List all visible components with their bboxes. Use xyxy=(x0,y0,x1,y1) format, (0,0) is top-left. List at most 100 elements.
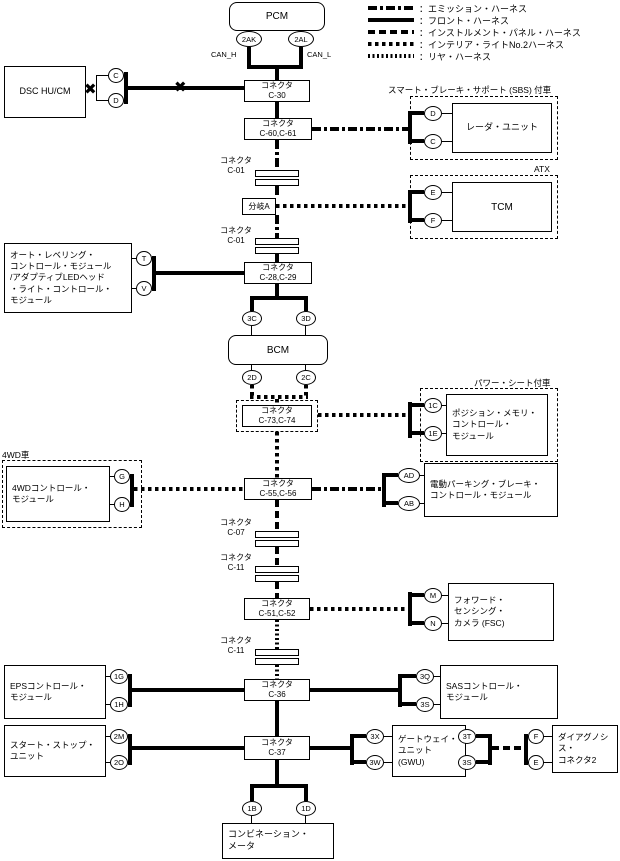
wire-c51-fsc xyxy=(310,607,408,611)
radar-stub-thin xyxy=(442,141,452,142)
wire-c55-epb xyxy=(312,487,382,491)
wire-gwu-fork-right xyxy=(488,734,492,765)
wire-gwu-stub-3t xyxy=(476,734,488,738)
wire-auto-leveling-c28 xyxy=(156,271,244,275)
wire-trunk-c37-meter xyxy=(275,760,279,786)
wire-sas-stub-3q xyxy=(402,674,416,678)
wire-dsc-trunk xyxy=(128,86,244,90)
bcm-box: BCM xyxy=(228,335,328,365)
wire-junction-tcm xyxy=(276,204,408,208)
awd-pin-h: H xyxy=(114,497,130,512)
fsc-pin-n: N xyxy=(424,616,442,631)
sas-stub-thin xyxy=(434,676,440,677)
wire-eps-c36 xyxy=(132,688,244,692)
position-memory-stub-thin xyxy=(442,433,446,434)
wire-trunk-c01b-c28 xyxy=(275,254,279,262)
gwu-pin-3x: 3X xyxy=(366,729,384,744)
eps-box: EPSコントロール・ モジュール xyxy=(4,665,106,719)
fsc-stub-thin xyxy=(442,623,448,624)
wire-trunk-c11a-c51 xyxy=(275,582,279,598)
wire-trunk-c55-c07 xyxy=(275,500,279,531)
wire-pcm-canh xyxy=(247,47,251,67)
start-stop-stub-thin xyxy=(106,762,110,763)
wire-dsc-fork xyxy=(124,72,128,104)
connector-c55-c56: コネクタ C-55,C-56 xyxy=(244,478,312,500)
dsc-pin-d: D xyxy=(108,93,124,108)
wire-radar-stub-d xyxy=(412,111,424,115)
wire-fsc-fork xyxy=(408,592,412,626)
dsc-stub-v xyxy=(96,75,97,101)
meter-stub-thin xyxy=(251,816,252,823)
epb-box: 電動パーキング・ブレーキ・ コントロール・モジュール xyxy=(424,463,558,517)
wire-trunk-c11b-c36 xyxy=(275,665,279,679)
wire-bcm-top-right xyxy=(304,296,308,311)
epb-stub-thin xyxy=(420,475,424,476)
legend-label: ：インテリア・ライトNo.2ハーネス xyxy=(419,39,565,50)
wire-bcm-bottom-right xyxy=(304,385,308,397)
fsc-pin-m: M xyxy=(424,588,442,603)
wire-trunk-c36-c37 xyxy=(275,701,279,736)
interior-light-harness-line-icon xyxy=(368,42,414,46)
diagnosis-pin-f: F xyxy=(528,729,544,744)
sas-box: SASコントロール・ モジュール xyxy=(440,665,558,719)
connector-c28-c29: コネクタ C-28,C-29 xyxy=(244,262,312,284)
dsc-box: DSC HU/CM xyxy=(4,66,86,118)
connector-c37: コネクタ C-37 xyxy=(244,736,310,760)
wire-start-stop-fork xyxy=(128,734,132,765)
wire-trunk-c73-c55 xyxy=(275,432,279,478)
bcm-stub-thin xyxy=(251,326,252,335)
wire-position-memory-fork xyxy=(408,402,412,438)
connector-c36: コネクタ C-36 xyxy=(244,679,310,701)
connector-c07-symbol xyxy=(255,540,299,547)
connector-c01b-label: コネクタ C-01 xyxy=(220,226,252,245)
connector-c01b-symbol xyxy=(255,238,299,245)
epb-stub-thin xyxy=(420,503,424,504)
diagnosis-box: ダイアグノシス・ コネクタ2 xyxy=(552,725,618,773)
wire-fsc-stub-n xyxy=(412,621,424,625)
wire-tcm-stub-e xyxy=(412,190,424,194)
pcm-box: PCM xyxy=(229,2,325,31)
wire-diagnosis-fork xyxy=(524,734,528,765)
rear-harness-line-icon xyxy=(368,54,414,58)
start-stop-box: スタート・ストップ・ ユニット xyxy=(4,725,106,777)
connector-c07-symbol xyxy=(255,531,299,538)
wire-trunk-c07-c11a xyxy=(275,547,279,566)
connector-c11a-label: コネクタ C-11 xyxy=(220,553,252,572)
wire-auto-leveling-fork xyxy=(152,256,156,291)
eps-pin-1g: 1G xyxy=(110,669,128,684)
awd-box: 4WDコントロール・ モジュール xyxy=(6,466,110,522)
connector-c60-c61: コネクタ C-60,C-61 xyxy=(244,118,312,140)
connector-c11b-label: コネクタ C-11 xyxy=(220,636,252,655)
sas-stub-thin xyxy=(434,704,440,705)
wire-trunk-c51-c11b xyxy=(275,620,279,649)
epb-pin-ab: AB xyxy=(398,496,420,511)
radar-pin-d: D xyxy=(424,106,442,121)
wire-radar-fork xyxy=(408,111,412,144)
eps-stub-thin xyxy=(106,704,110,705)
wire-trunk-c60-c01a xyxy=(275,140,279,170)
junction-a-box: 分岐A xyxy=(242,198,276,215)
auto-leveling-box: オート・レベリング・ コントロール・モジュール /アダプティブLEDヘッド ・ラ… xyxy=(4,243,132,313)
atx-caption: ATX xyxy=(534,164,550,174)
fsc-stub-thin xyxy=(442,595,448,596)
position-memory-box: ポジション・メモリ・ コントロール・ モジュール xyxy=(446,394,548,456)
emission-harness-line-icon xyxy=(368,6,414,10)
wire-fsc-stub-m xyxy=(412,593,424,597)
awd-pin-g: G xyxy=(114,469,130,484)
tcm-pin-e: E xyxy=(424,185,442,200)
wire-bcm-bottom-join xyxy=(250,395,308,399)
wire-gwu-stub-3x xyxy=(354,734,366,738)
auto-leveling-stub-thin xyxy=(132,258,136,259)
eps-pin-1h: 1H xyxy=(110,697,128,712)
power-seat-caption: パワー・シート付車 xyxy=(474,378,551,388)
meter-box: コンビネーション・ メータ xyxy=(222,823,334,859)
legend-row-front: ：フロント・ハーネス xyxy=(368,14,581,26)
diagnosis-stub-thin xyxy=(544,762,552,763)
meter-stub-thin xyxy=(305,816,306,823)
start-stop-pin-2m: 2M xyxy=(110,729,128,744)
pcm-pin-2ak: 2AK xyxy=(236,31,262,47)
pcm-pin-2al: 2AL xyxy=(288,31,314,47)
gwu-pin-3w: 3W xyxy=(366,755,384,770)
connector-c11b-symbol xyxy=(255,658,299,665)
